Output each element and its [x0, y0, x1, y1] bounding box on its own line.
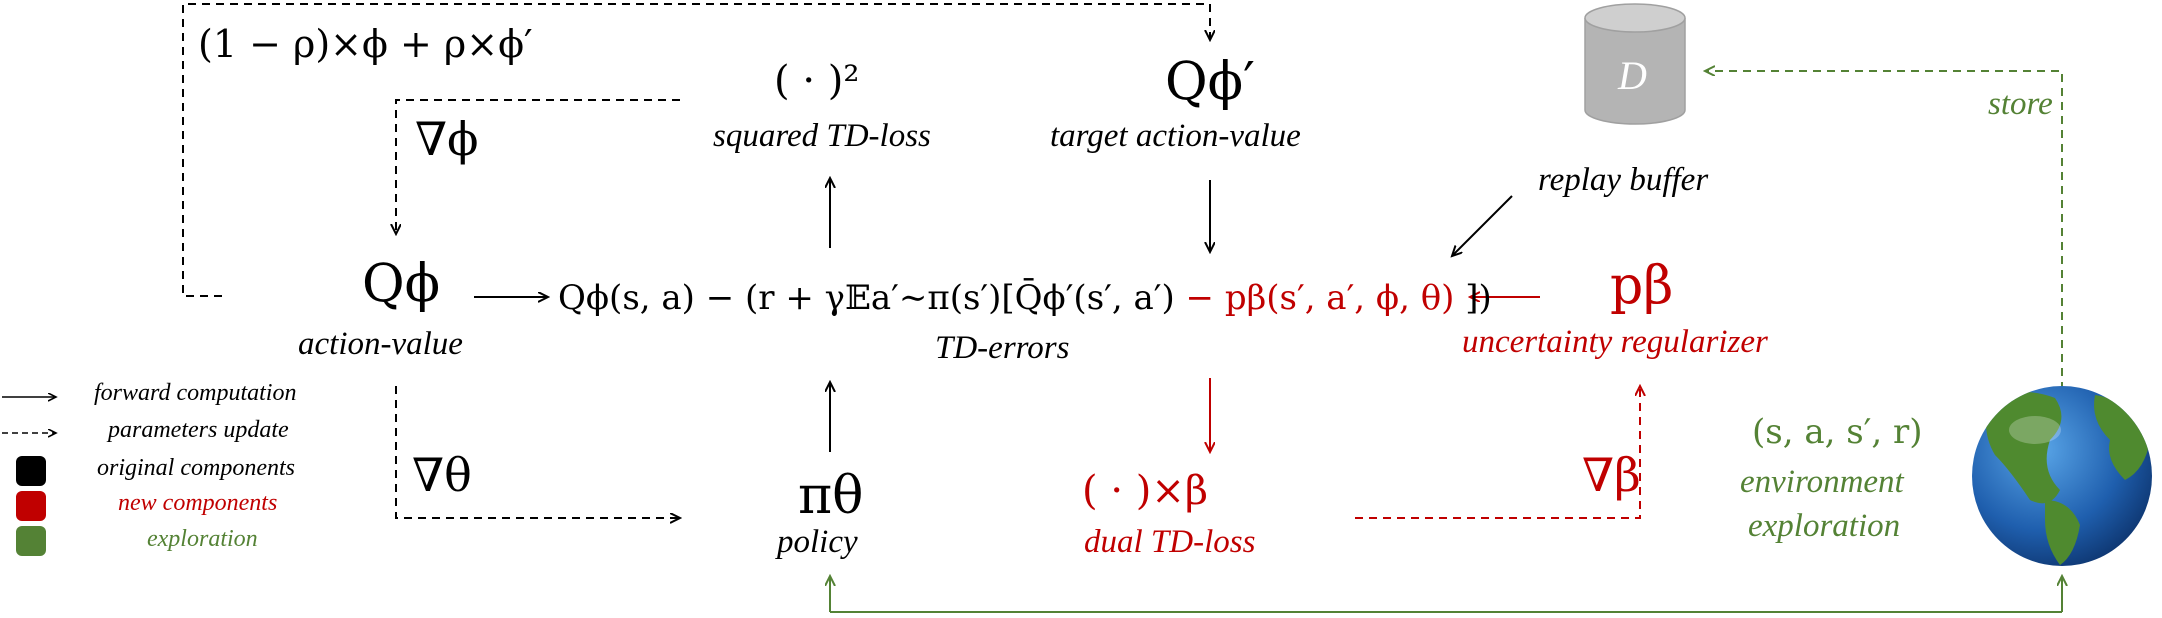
td-error-regularizer-term: − pβ(s′, a′, ϕ, θ)	[1185, 278, 1455, 318]
target-q-symbol: Qϕ′	[1165, 52, 1255, 112]
replay-buffer-symbol: D	[1618, 53, 1647, 98]
grad-theta-arrow	[395, 386, 680, 518]
squared-loss-label: squared TD-loss	[713, 118, 931, 154]
critic-q-symbol: Qϕ	[362, 254, 441, 314]
legend-original-swatch	[16, 456, 46, 486]
regularizer-label: uncertainty regularizer	[1462, 324, 1768, 360]
grad-phi-arrow	[396, 99, 680, 234]
td-error-main: Qϕ(s, a) − (r + γ𝔼a′∼π(s′)[Q̄ϕ′(s′, a′)	[558, 278, 1175, 318]
legend-original-label: original components	[97, 455, 295, 481]
replay-buffer-cylinder-icon	[1584, 3, 1686, 125]
td-error-equation: Qϕ(s, a) − (r + γ𝔼a′∼π(s′)[Q̄ϕ′(s′, a′) …	[558, 278, 1492, 318]
dual-loss-symbol: ( · )×β	[1082, 468, 1208, 514]
legend-forward-label: forward computation	[94, 380, 297, 406]
legend-new-label: new components	[118, 490, 278, 516]
policy-symbol: πθ	[798, 466, 864, 526]
replay-buffer-label: replay buffer	[1538, 162, 1709, 198]
grad-beta-arrow	[1355, 386, 1640, 519]
legend-exploration-label: exploration	[147, 526, 258, 552]
legend-arrows	[2, 386, 80, 446]
regularizer-symbol: pβ	[1610, 256, 1674, 316]
legend-update-label: parameters update	[108, 417, 289, 443]
legend-exploration-swatch	[16, 526, 46, 556]
env-transition-tuple: (s, a, s′, r)	[1752, 412, 1923, 452]
earth-globe-icon	[1972, 386, 2152, 566]
critic-label: action-value	[298, 326, 463, 362]
legend-new-swatch	[16, 491, 46, 521]
grad-theta-label: ∇θ	[412, 448, 472, 502]
td-errors-label: TD-errors	[935, 330, 1070, 366]
target-q-label: target action-value	[1050, 118, 1301, 154]
env-label-line1: environment	[1740, 464, 1904, 500]
policy-label: policy	[777, 524, 858, 560]
store-label: store	[1988, 86, 2053, 122]
env-label-line2: exploration	[1748, 508, 1901, 544]
soft-update-formula: (1 − ρ)×ϕ + ρ×ϕ′	[198, 22, 533, 66]
replay-to-td-arrow	[1452, 195, 1513, 256]
grad-beta-label: ∇β	[1582, 448, 1641, 502]
squared-loss-symbol: ( · )²	[774, 58, 860, 104]
td-error-close: ])	[1465, 278, 1492, 318]
grad-phi-label: ∇ϕ	[415, 112, 479, 166]
dual-loss-label: dual TD-loss	[1084, 524, 1256, 560]
